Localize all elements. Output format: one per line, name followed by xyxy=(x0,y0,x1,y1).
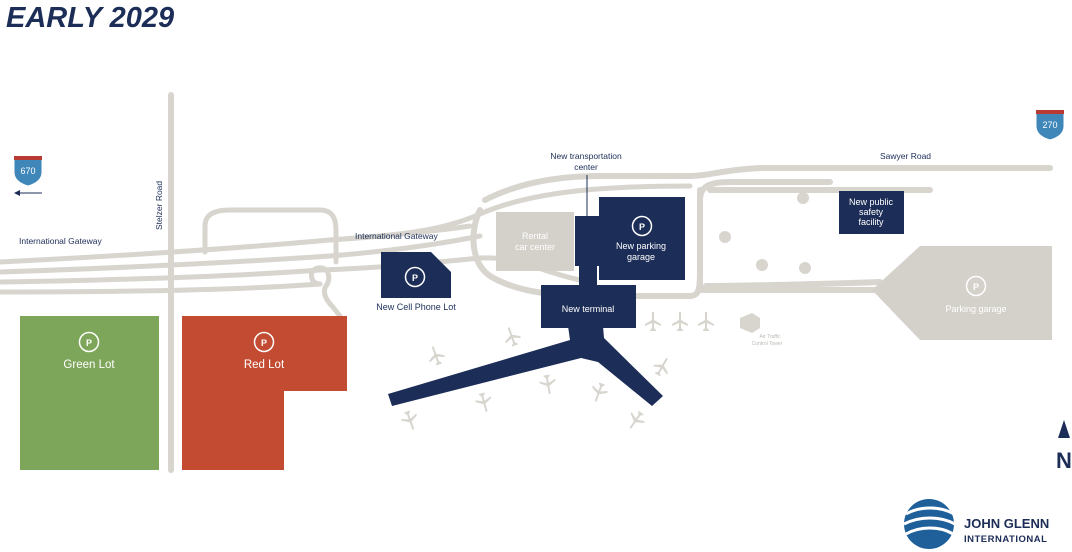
north-arrow-icon: N xyxy=(1056,420,1072,473)
north-label: N xyxy=(1056,448,1072,473)
road-label-sawyer-road: Sawyer Road xyxy=(880,151,931,161)
hotel-b-label-1: Residence Inn xyxy=(787,208,819,214)
red-lot-label: Red Lot xyxy=(244,359,285,371)
rental-car-center: Rental car center xyxy=(496,212,574,271)
airplanes xyxy=(401,312,714,430)
public-safety-label-line2: safety xyxy=(859,207,884,217)
hotel-dot xyxy=(756,259,768,271)
svg-text:P: P xyxy=(261,338,267,348)
new-parking-garage: P New parking garage xyxy=(575,197,685,280)
airplane-icon xyxy=(672,312,688,331)
interstate-270-label: 270 xyxy=(1042,120,1057,130)
hotel-dot xyxy=(799,262,811,274)
airplane-icon xyxy=(505,327,521,347)
cell-phone-lot-label: New Cell Phone Lot xyxy=(376,302,456,312)
green-lot: P Green Lot xyxy=(20,316,159,470)
hotel-a-label-2: Columbus Airport xyxy=(721,215,760,221)
road-label-international-gateway-mid: International Gateway xyxy=(355,231,438,241)
hotel-d-label-2: Marriott Columbus Airport xyxy=(787,249,844,255)
red-lot: P Red Lot xyxy=(182,316,347,470)
svg-text:P: P xyxy=(86,338,92,348)
airplane-icon xyxy=(645,312,661,331)
svg-text:P: P xyxy=(639,222,645,232)
air-traffic-control-tower: Air Traffic Control Tower xyxy=(740,313,783,347)
rental-car-label-line2: car center xyxy=(515,242,555,252)
airplane-icon xyxy=(429,346,445,366)
atc-label-2: Control Tower xyxy=(752,341,783,347)
garage-parking-icon xyxy=(631,215,653,237)
hotel-c-label-1: Hampton Inn xyxy=(719,255,748,261)
red-lot-parking-icon xyxy=(253,331,275,353)
airplane-icon xyxy=(698,312,714,331)
green-lot-label: Green Lot xyxy=(63,359,115,371)
transportation-center-label-line1: New transportation xyxy=(550,151,622,161)
hotel-c-label-2: Columbus xyxy=(722,262,745,268)
road-label-international-gateway-west: International Gateway xyxy=(19,236,102,246)
hotel-c-label-3: Airport xyxy=(726,269,741,275)
airplane-icon xyxy=(653,357,668,377)
airplane-icon xyxy=(475,392,492,412)
atc-label-1: Air Traffic xyxy=(759,334,781,340)
hotel-a-label-1: Hilton Garden Inn xyxy=(720,208,759,214)
hotel-dot xyxy=(797,192,809,204)
hotel-d-label-1: Fairfield Inn & Suites & xyxy=(790,242,842,248)
interstate-670-label: 670 xyxy=(20,166,35,176)
airplane-icon xyxy=(592,382,608,402)
airplane-icon xyxy=(539,374,556,395)
map-title: EARLY 2029 xyxy=(6,2,174,34)
east-garage-label: Parking garage xyxy=(945,304,1006,314)
hotel-dot xyxy=(719,231,731,243)
road-network xyxy=(0,92,1053,473)
interstate-270-shield: 270 xyxy=(1035,109,1065,141)
public-safety-label-line1: New public xyxy=(849,197,894,207)
svg-text:P: P xyxy=(973,282,979,292)
public-safety-label-line3: facility xyxy=(858,217,884,227)
hotel-b-label-2: Columbus Airport xyxy=(784,215,823,221)
road-label-stelzer-road: Stelzer Road xyxy=(154,181,164,230)
brand-line2: INTERNATIONAL xyxy=(964,534,1047,545)
interstate-670-shield: 670 xyxy=(13,155,43,187)
new-terminal: New terminal xyxy=(388,266,663,406)
new-terminal-label: New terminal xyxy=(562,304,615,314)
cell-phone-lot: P New Cell Phone Lot xyxy=(376,252,456,312)
rental-car-label-line1: Rental xyxy=(522,231,548,241)
cell-lot-parking-icon xyxy=(404,266,426,288)
transportation-center-label-line2: center xyxy=(574,162,598,172)
airplane-icon xyxy=(401,410,417,430)
brand-line1: JOHN GLENN xyxy=(964,516,1049,531)
parking-garage-label-line1: New parking xyxy=(616,241,666,251)
hotels: Hilton Garden Inn Columbus Airport Resid… xyxy=(719,192,844,275)
john-glenn-logo: JOHN GLENN INTERNATIONAL xyxy=(903,499,1049,549)
west-arrow-icon xyxy=(14,190,42,196)
svg-text:P: P xyxy=(412,273,418,283)
east-garage-parking-icon xyxy=(965,275,987,297)
parking-garage-label-line2: garage xyxy=(627,252,655,262)
public-safety-facility: New public safety facility xyxy=(839,191,904,234)
east-parking-garage: P Parking garage xyxy=(872,246,1052,340)
green-lot-parking-icon xyxy=(78,331,100,353)
airplane-icon xyxy=(629,410,645,429)
